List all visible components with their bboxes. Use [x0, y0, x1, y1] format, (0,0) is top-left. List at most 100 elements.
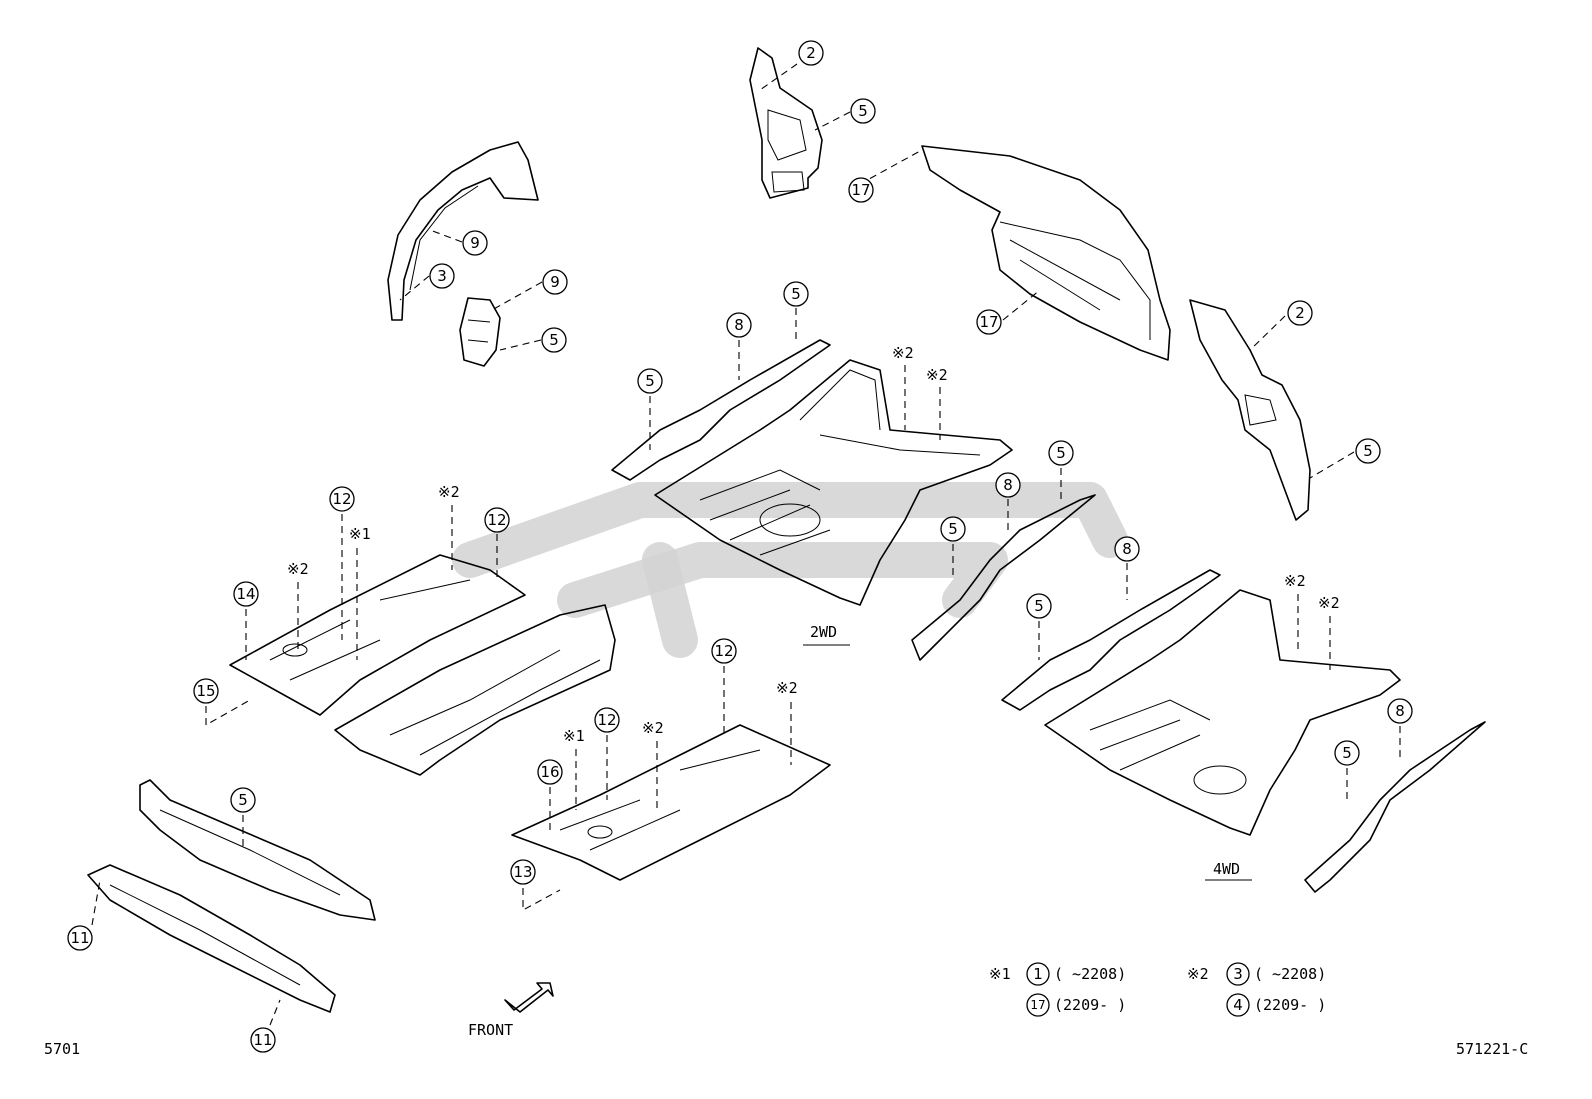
part-11-dash-panel [87, 864, 336, 1013]
callout-5-cowl: 5 [230, 787, 256, 813]
callout-12-left: 12 [329, 486, 355, 512]
part-rear-floor-2wd [654, 359, 1013, 606]
callout-5-2wd-right: 5 [940, 516, 966, 542]
svg-text:2: 2 [806, 44, 816, 62]
callout-13: 13 [510, 859, 536, 885]
svg-text:5: 5 [645, 372, 655, 390]
part-9-wheel-house [387, 141, 539, 321]
mark-star2-floor-a: ※2 [438, 483, 460, 501]
mark-star1-floor-b: ※1 [563, 727, 585, 745]
svg-text:15: 15 [196, 682, 215, 700]
callout-8-4wd-right: 8 [1387, 698, 1413, 724]
legend-num-17: 17 [1030, 998, 1045, 1012]
callout-8-2wd-right: 8 [995, 472, 1021, 498]
callout-3: 3 [429, 263, 455, 289]
legend-text-1: ( ~2208) [1054, 965, 1126, 983]
part-2-rear-pillar [1189, 299, 1311, 521]
part-8-side-member-4wd-left [1001, 569, 1221, 711]
svg-text:12: 12 [597, 711, 616, 729]
svg-text:8: 8 [1395, 702, 1405, 720]
part-2-upper-pillar [749, 47, 823, 199]
svg-text:11: 11 [70, 929, 89, 947]
legend-text-4: (2209- ) [1254, 996, 1326, 1014]
legend-num-1: 1 [1033, 965, 1043, 983]
legend-text-3: ( ~2208) [1254, 965, 1326, 983]
callout-2-top: 2 [798, 40, 824, 66]
svg-text:11: 11 [253, 1031, 272, 1049]
callout-16: 16 [537, 759, 563, 785]
svg-text:8: 8 [1003, 476, 1013, 494]
diagram-id: 571221-C [1456, 1040, 1529, 1058]
front-direction-arrow-icon [504, 982, 554, 1013]
svg-text:16: 16 [540, 763, 559, 781]
callout-12-right-lower: 12 [594, 707, 620, 733]
svg-text:9: 9 [470, 234, 480, 252]
page-code: 5701 [44, 1040, 81, 1058]
callout-5-right: 5 [1355, 438, 1381, 464]
part-5-cowl-panel [139, 779, 376, 921]
callout-17-mid: 17 [976, 309, 1002, 335]
callout-5-2wd-right-top: 5 [1048, 440, 1074, 466]
callout-5-2wd-top: 5 [783, 281, 809, 307]
svg-text:5: 5 [791, 285, 801, 303]
legend-star1: ※1 [989, 965, 1011, 983]
mark-star2-floor-b: ※2 [287, 560, 309, 578]
svg-text:8: 8 [734, 316, 744, 334]
svg-text:5: 5 [858, 102, 868, 120]
callout-8-2wd: 8 [726, 312, 752, 338]
callout-11-bottom: 11 [250, 1027, 276, 1053]
callout-5-4wd-right: 5 [1334, 740, 1360, 766]
mark-star1-floor: ※1 [349, 525, 371, 543]
svg-text:5: 5 [549, 331, 559, 349]
svg-text:5: 5 [1342, 744, 1352, 762]
svg-text:5: 5 [1034, 597, 1044, 615]
legend-num-3: 3 [1233, 965, 1243, 983]
mark-star2-4wd-a: ※2 [1284, 572, 1306, 590]
label-4wd: 4WD [1213, 860, 1240, 878]
callout-5-top: 5 [850, 98, 876, 124]
svg-text:5: 5 [1056, 444, 1066, 462]
callout-2-right: 2 [1287, 300, 1313, 326]
part-8-side-member-2wd-right [911, 494, 1096, 661]
svg-text:17: 17 [851, 181, 870, 199]
label-front: FRONT [468, 1021, 513, 1039]
callout-5-bracket: 5 [541, 327, 567, 353]
legend: ※1 1 ( ~2208) 17 (2209- ) ※2 3 ( ~2208) … [989, 962, 1326, 1017]
svg-text:2: 2 [1295, 304, 1305, 322]
svg-text:5: 5 [238, 791, 248, 809]
part-8-side-member-4wd-right [1304, 721, 1486, 893]
callout-14: 14 [233, 581, 259, 607]
label-2wd: 2WD [810, 623, 837, 641]
legend-num-4: 4 [1233, 996, 1243, 1014]
callout-9-lower: 9 [542, 269, 568, 295]
part-9-bracket [459, 297, 501, 367]
callout-15: 15 [193, 678, 219, 704]
svg-text:14: 14 [236, 585, 255, 603]
callout-8-4wd: 8 [1114, 536, 1140, 562]
part-front-floor-right [511, 724, 831, 881]
part-17-back-panel [921, 145, 1171, 361]
svg-text:17: 17 [979, 313, 998, 331]
mark-star2-4wd-b: ※2 [1318, 594, 1340, 612]
mark-star2-2wd-a: ※2 [892, 344, 914, 362]
mark-star2-floor-d: ※2 [642, 719, 664, 737]
svg-text:5: 5 [1363, 442, 1373, 460]
svg-text:9: 9 [550, 273, 560, 291]
svg-text:8: 8 [1122, 540, 1132, 558]
svg-text:3: 3 [437, 267, 447, 285]
svg-text:12: 12 [487, 511, 506, 529]
callout-12-left-right: 12 [484, 507, 510, 533]
svg-text:5: 5 [948, 520, 958, 538]
legend-text-17: (2209- ) [1054, 996, 1126, 1014]
svg-text:13: 13 [513, 863, 532, 881]
part-8-side-member-2wd-left [611, 339, 831, 481]
callout-9-upper: 9 [462, 230, 488, 256]
leader-lines [91, 63, 1401, 1026]
svg-text:12: 12 [714, 642, 733, 660]
part-floor-tunnel [334, 604, 616, 776]
part-rear-floor-4wd [1044, 589, 1401, 836]
callout-17-top: 17 [848, 177, 874, 203]
part-front-floor-left [229, 554, 526, 716]
mark-star2-floor-c: ※2 [776, 679, 798, 697]
mark-star2-2wd-b: ※2 [926, 366, 948, 384]
